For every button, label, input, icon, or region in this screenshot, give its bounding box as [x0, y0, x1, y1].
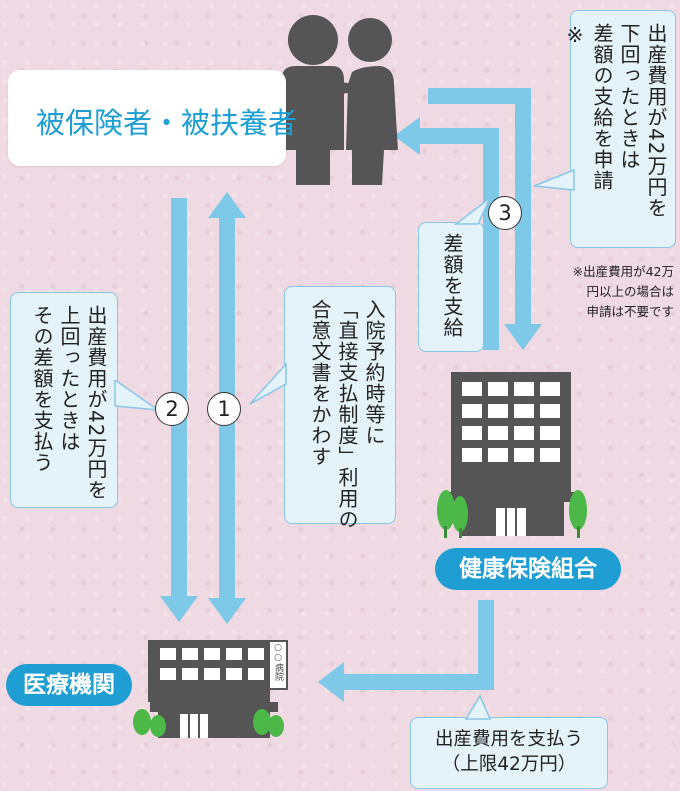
- step2-number: 2: [155, 392, 189, 426]
- step2-text: 出産費用が42万円を 上回ったときは その差額を支払う: [30, 305, 108, 501]
- step2-callout: 出産費用が42万円を 上回ったときは その差額を支払う: [10, 292, 118, 508]
- step3-pay-callout: 差額を支給: [418, 222, 484, 352]
- insurer-building-icon: [437, 372, 587, 538]
- step3-apply-callout-pointer: [533, 168, 575, 191]
- footnote-line-2: 円以上の場合は: [586, 284, 674, 299]
- payment-text-line2: （上限42万円）: [441, 754, 577, 775]
- hospital-building-icon: [133, 640, 284, 738]
- footnote-line-1: ※出産費用が42万: [572, 264, 674, 279]
- arrow-step3-pay: [394, 117, 499, 350]
- footnote-line-3: 申請は不要です: [586, 304, 674, 319]
- hospital-sign: ○○病院: [268, 640, 288, 690]
- step3-pay-callout-pointer: [454, 197, 491, 225]
- insured-label: 被保険者・被扶養者: [36, 106, 298, 140]
- step3-apply-text: 出産費用が42万円を 下回ったときは 差額の支給を申請 ※: [563, 23, 668, 219]
- step1-text: 入院予約時等に 「直接支払制度」利用の 合意文書をかわす: [308, 299, 386, 530]
- step3-pay-text: 差額を支給: [440, 233, 464, 338]
- payment-text-line1: 出産費用を支払う: [434, 729, 583, 750]
- hospital-label: 医療機関: [6, 664, 132, 706]
- insurer-label: 健康保険組合: [435, 548, 621, 590]
- arrow-step3-apply: [428, 88, 542, 350]
- step2-callout-pointer: [114, 380, 161, 412]
- step1-callout-pointer: [249, 362, 287, 405]
- couple-icon: [282, 15, 398, 185]
- arrow-payment: [318, 600, 494, 702]
- step3-number: 3: [488, 196, 522, 230]
- footnote: ※出産費用が42万 円以上の場合は 申請は不要です: [573, 262, 674, 322]
- step1-callout: 入院予約時等に 「直接支払制度」利用の 合意文書をかわす: [284, 286, 396, 530]
- step1-number: 1: [207, 392, 241, 426]
- payment-callout: 出産費用を支払う （上限42万円）: [410, 717, 608, 789]
- payment-callout-pointer: [464, 694, 492, 720]
- step3-apply-callout: 出産費用が42万円を 下回ったときは 差額の支給を申請 ※: [563, 10, 676, 248]
- insured-label-box: 被保険者・被扶養者: [8, 70, 297, 166]
